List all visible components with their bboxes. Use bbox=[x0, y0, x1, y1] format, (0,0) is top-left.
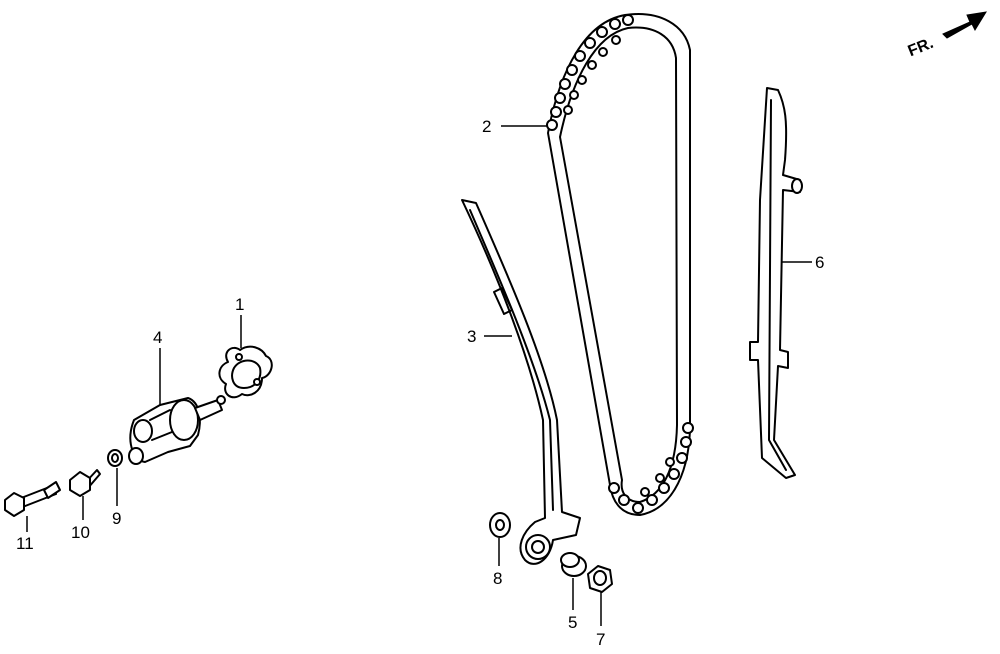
leader-lines bbox=[26, 125, 812, 626]
callout-2: 2 bbox=[482, 117, 491, 136]
callout-numbers: 1 2 3 4 5 6 7 8 9 10 11 bbox=[16, 117, 824, 649]
callout-3: 3 bbox=[467, 327, 476, 346]
slider-collar bbox=[560, 552, 587, 577]
gasket bbox=[218, 345, 273, 399]
cam-chain bbox=[546, 13, 694, 516]
slider-washer bbox=[489, 512, 511, 538]
tensioner-lifter bbox=[128, 395, 226, 465]
cam-chain-guide bbox=[749, 87, 803, 479]
chain-links-lower bbox=[608, 422, 694, 514]
callout-10: 10 bbox=[71, 523, 90, 542]
callout-7: 7 bbox=[596, 630, 605, 649]
flange-nut bbox=[587, 565, 613, 593]
sealing-washer bbox=[107, 449, 123, 467]
flange-bolt-long bbox=[4, 481, 61, 517]
callout-11: 11 bbox=[16, 534, 34, 553]
callout-5: 5 bbox=[568, 613, 577, 632]
cam-chain-tensioner-slider bbox=[461, 199, 581, 565]
front-arrow-icon bbox=[942, 11, 987, 39]
front-direction-indicator: FR. bbox=[906, 11, 987, 60]
flange-bolt-small bbox=[69, 469, 101, 497]
front-direction-label: FR. bbox=[906, 35, 936, 60]
callout-4: 4 bbox=[153, 328, 162, 347]
callout-6: 6 bbox=[815, 253, 824, 272]
callout-8: 8 bbox=[493, 569, 502, 588]
callout-1: 1 bbox=[235, 295, 244, 314]
callout-9: 9 bbox=[112, 509, 121, 528]
chain-links-upper bbox=[546, 14, 634, 131]
